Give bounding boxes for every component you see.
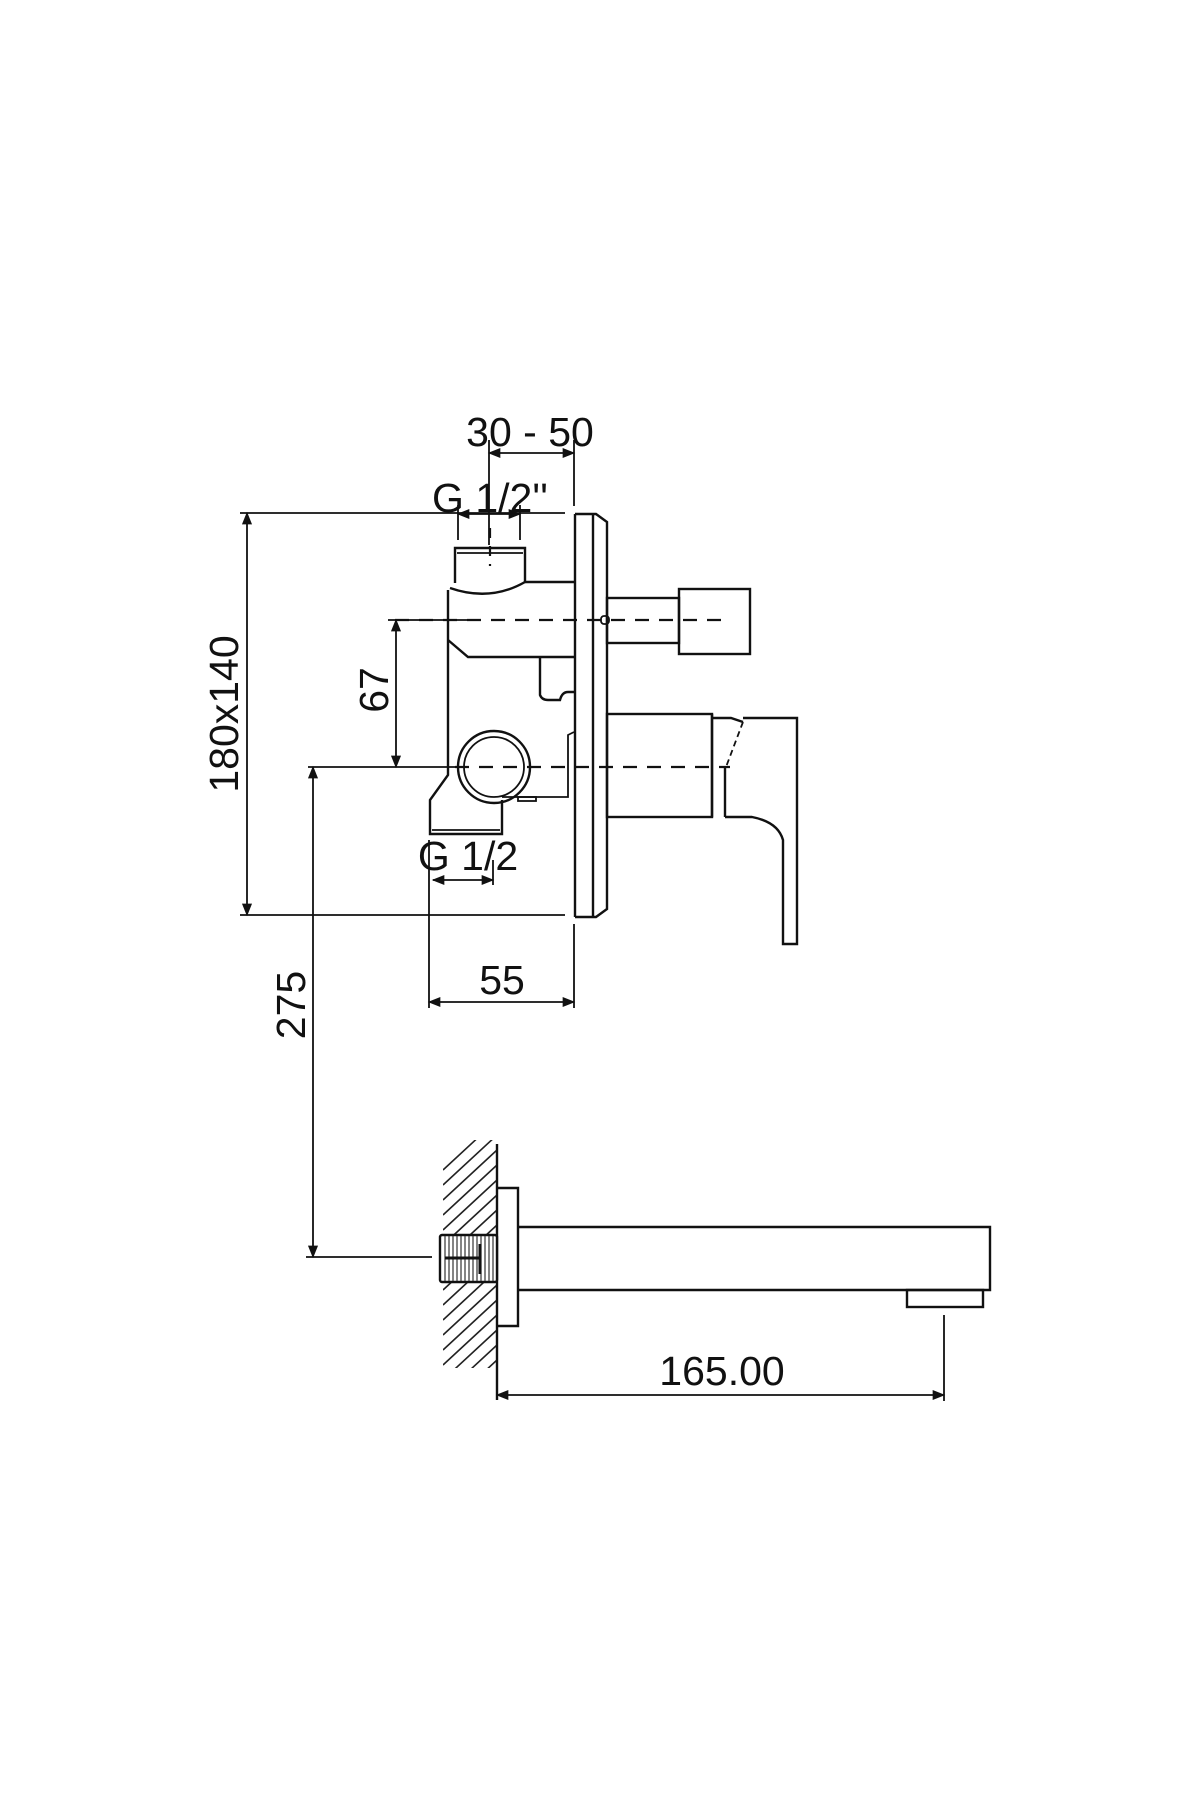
dimension-spout-height: 275 [268, 765, 432, 1259]
dimension-axis-spacing: 67 [308, 618, 470, 769]
dimension-wall-depth: 30 - 50 [466, 409, 594, 545]
outlet-connection [428, 763, 504, 836]
spout-assembly [438, 1140, 992, 1400]
spout-body [518, 1225, 992, 1292]
dim-label-inlet-thread: G 1/2'' [432, 475, 548, 521]
dim-label-plate-size: 180x140 [201, 635, 247, 792]
wall-flange [497, 1186, 520, 1328]
aerator [905, 1288, 985, 1309]
dim-label-wall-depth: 30 - 50 [466, 409, 594, 455]
dim-label-spout-projection: 165.00 [659, 1348, 784, 1394]
diverter-knob [600, 587, 752, 656]
mixer-assembly: 30 - 50 G 1/2'' 180x140 67 [201, 409, 799, 1008]
dimension-outlet-thread: G 1/2 [418, 833, 518, 886]
cover-plate [573, 512, 609, 919]
dimension-spout-projection: 165.00 [495, 1315, 946, 1401]
dim-label-spout-height: 275 [268, 971, 314, 1039]
dim-label-outlet-thread: G 1/2 [418, 833, 518, 879]
dim-label-body-depth: 55 [479, 957, 525, 1003]
dim-label-axis-spacing: 67 [351, 667, 397, 713]
valve-body [428, 528, 575, 836]
dimension-plate-size: 180x140 [201, 511, 253, 917]
dimension-body-depth: 55 [427, 840, 576, 1008]
lever-handle [605, 712, 799, 946]
threaded-connector [438, 1233, 499, 1284]
